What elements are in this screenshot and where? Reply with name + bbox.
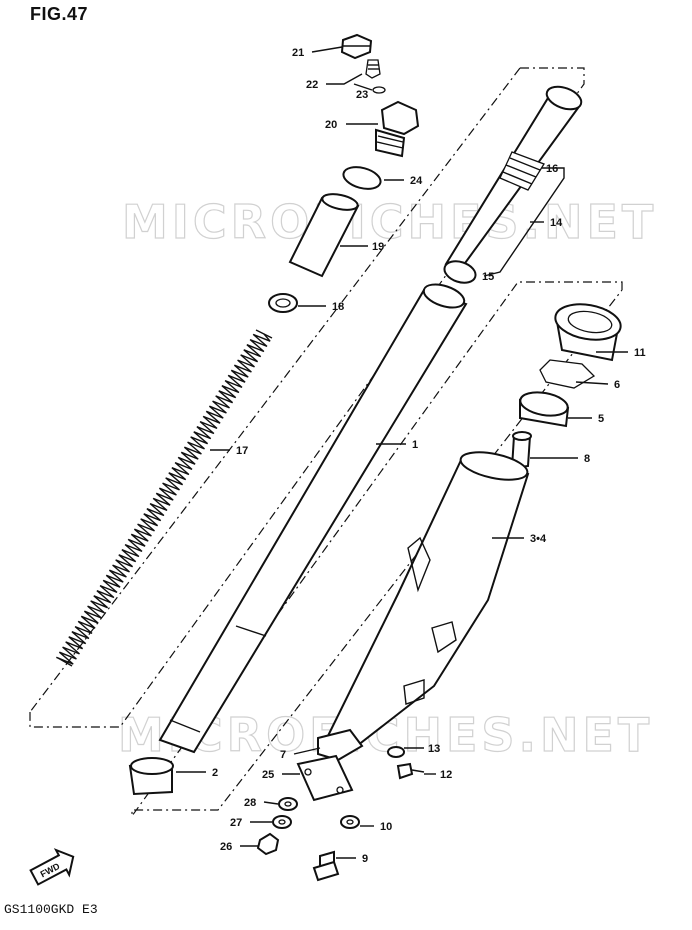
part-26-nut	[256, 832, 280, 856]
part-3-4-outer-tube	[320, 451, 530, 758]
callout-6: 6	[614, 379, 620, 391]
callout-24: 24	[410, 175, 423, 187]
figure-title: FIG.47	[30, 4, 89, 24]
watermark-top: MICROFICHES.NET	[121, 194, 658, 249]
part-18-spring-seat	[268, 293, 298, 313]
part-21-valve-cap	[340, 33, 373, 60]
part-19-spacer	[288, 193, 360, 278]
forward-direction-arrow: FWD	[29, 848, 75, 886]
part-27-washer	[272, 815, 292, 829]
part-20-fork-cap-bolt	[375, 100, 420, 158]
part-11-dust-seal	[554, 303, 622, 362]
part-23-o-ring	[372, 86, 386, 94]
part-7-axle-holder	[317, 728, 364, 762]
part-15-piston-ring	[443, 260, 477, 284]
assembly-boundary-outer-tube	[131, 281, 623, 818]
part-22-air-valve	[365, 59, 381, 79]
callout-5: 5	[598, 413, 604, 425]
callout-16: 16	[546, 163, 558, 175]
callout-20: 20	[325, 119, 337, 131]
callout-22: 22	[306, 79, 318, 91]
callout-3-4: 3•4	[530, 533, 547, 545]
callout-9: 9	[362, 853, 368, 865]
callout-23: 23	[356, 89, 368, 101]
part-16-rebound-spring	[499, 151, 545, 191]
part-12-bolt	[396, 762, 425, 780]
callout-10: 10	[380, 821, 392, 833]
callout-labels: 21 22 23 20 24 16 14 19 15 18 11 6 5 17 …	[212, 47, 646, 865]
callout-27: 27	[230, 817, 242, 829]
part-17-fork-spring	[56, 329, 273, 667]
callout-14: 14	[550, 217, 563, 229]
part-24-o-ring	[342, 166, 382, 190]
callout-28: 28	[244, 797, 256, 809]
part-13-washer	[387, 746, 405, 758]
callout-18: 18	[332, 301, 344, 313]
part-28-washer	[278, 797, 298, 811]
callout-15: 15	[482, 271, 494, 283]
part-9-drain-bolt	[312, 850, 340, 882]
part-1-inner-tube	[158, 283, 468, 754]
callout-7: 7	[280, 749, 286, 761]
assembly-boundary-inner-tube	[29, 67, 585, 728]
callout-13: 13	[428, 743, 440, 755]
callout-2: 2	[212, 767, 218, 779]
leader-lines	[176, 46, 628, 859]
callout-25: 25	[262, 769, 274, 781]
callout-19: 19	[372, 241, 384, 253]
callout-26: 26	[220, 841, 232, 853]
model-code: GS1100GKD E3	[4, 902, 98, 917]
part-10-washer	[340, 815, 360, 829]
callout-1: 1	[412, 439, 418, 451]
callout-12: 12	[440, 769, 452, 781]
callout-11: 11	[634, 347, 646, 359]
part-5-oil-seal	[519, 391, 570, 428]
part-25-axle-holder-cap	[296, 754, 354, 802]
callout-8: 8	[584, 453, 590, 465]
callout-17: 17	[236, 445, 248, 457]
part-2-bushing	[128, 757, 174, 796]
part-6-stopper-ring	[539, 359, 596, 389]
callout-21: 21	[292, 47, 304, 59]
